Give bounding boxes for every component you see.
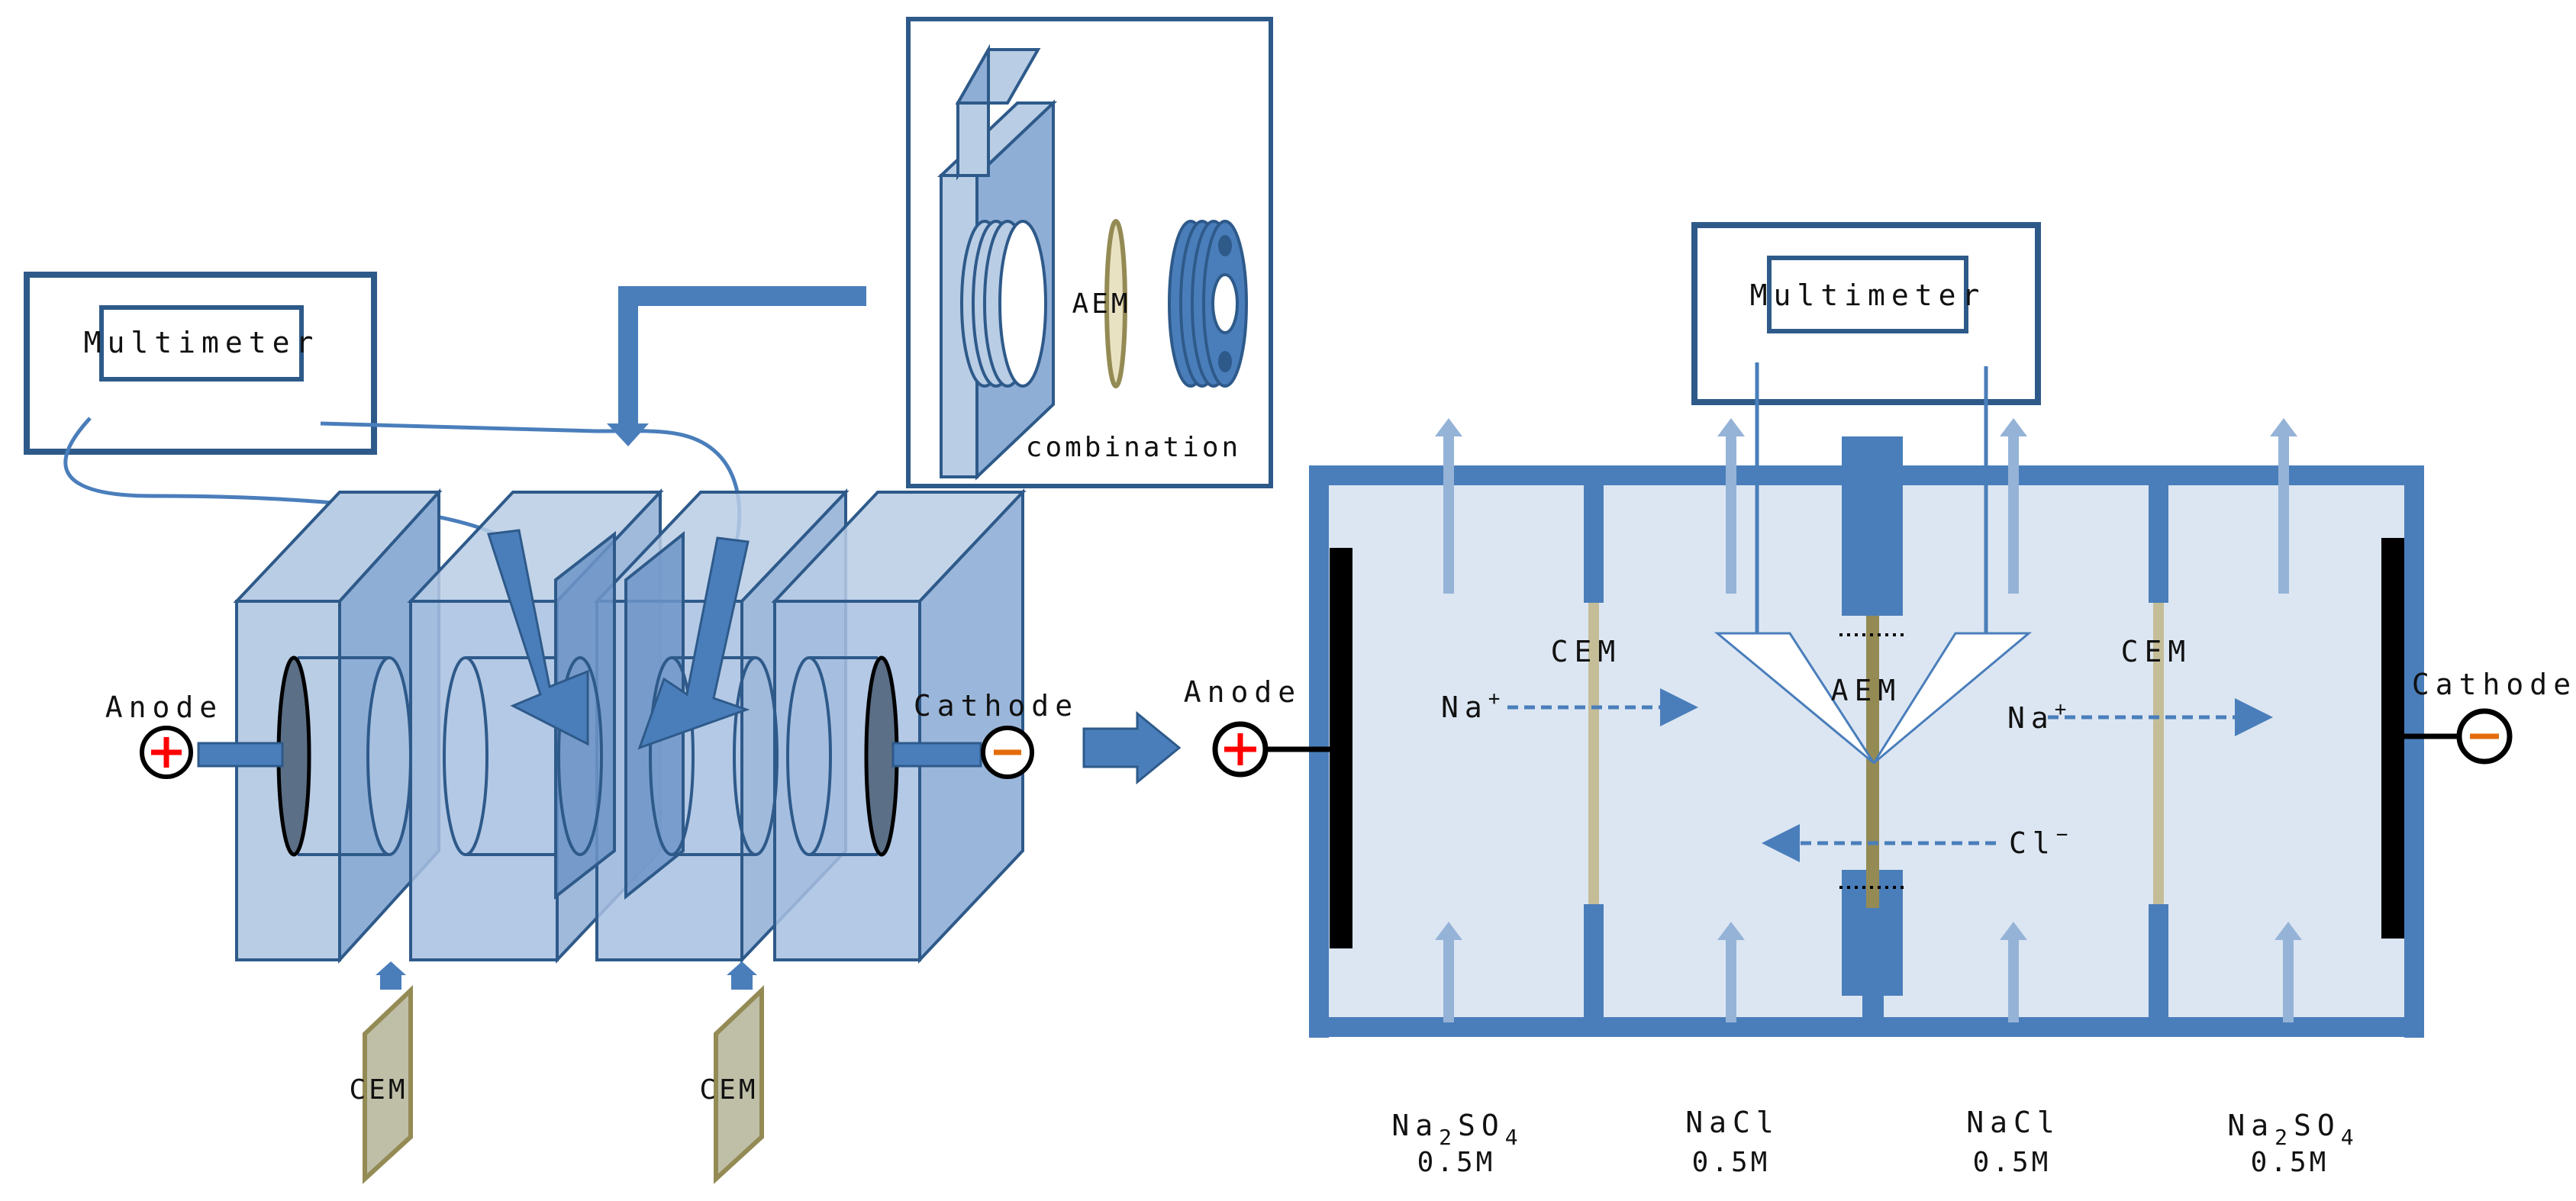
right-schematic: Anode Cathode Multimeter [1184,222,2576,1178]
cathode-label-left: Cathode [914,689,1078,723]
multimeter-probes [1755,362,1988,633]
cylinders [298,656,878,856]
multimeter-right: Multimeter [1691,222,2041,405]
cem-label-left-1: CEM [349,1074,408,1106]
probe-funnels [1714,632,2033,765]
connector-bar-arrowhead [607,423,649,446]
cathode-symbol-left [981,726,1034,779]
aem-label-right: AEM [1831,674,1902,707]
solution-3-name: NaCl [1966,1106,2061,1139]
electrode-discs [276,655,899,857]
transition-arrow [1082,710,1182,785]
solution-labels: Na2SO4 0.5M NaCl 0.5M NaCl 0.5M Na2SO4 0… [1391,1106,2359,1178]
anode-label-left: Anode [105,691,223,724]
cem-plate-right [714,961,764,1184]
inset-aem-label: AEM [1072,288,1130,320]
inset-aem-disc [1104,219,1127,388]
solution-2-conc: 0.5M [1692,1147,1771,1178]
connector-bar-vertical [618,286,638,423]
cem-label-right-1: CEM [1551,635,1622,668]
inner-arrows [487,529,750,750]
left-connector-bar [607,286,866,446]
inset-caption: combination [1026,432,1241,463]
anode-electrode [1330,548,1352,948]
multimeter-right-label: Multimeter [1750,279,1986,312]
flow-arrowheads [1435,418,2302,940]
connector-bar-horizontal [618,286,866,306]
anode-symbol-right [1212,721,1269,778]
ion-na-left: Na+ [1441,687,1506,724]
solution-2-name: NaCl [1685,1106,1780,1139]
cathode-label-right: Cathode [2412,668,2576,701]
cathode-electrode [2381,538,2404,939]
solution-4-name: Na2SO4 [2227,1109,2359,1150]
cem-label-right-2: CEM [2121,635,2192,668]
cell-block-4 [771,488,1027,964]
multimeter-left-inner [99,305,304,382]
multimeter-left-label: Multimeter [84,326,320,359]
anode-label-right: Anode [1184,675,1301,709]
solution-1-name: Na2SO4 [1391,1109,1523,1150]
ion-cl: Cl− [2009,823,2074,860]
solution-3-conc: 0.5M [1973,1147,2052,1178]
cem-plate-left [363,961,413,1184]
cem-label-left-2: CEM [699,1074,758,1106]
inset-box: AEM combination [906,17,1273,488]
cathode-symbol-right [2456,708,2513,765]
solution-4-conc: 0.5M [2251,1147,2329,1178]
anode-rod-left [197,742,284,768]
cem-membrane-left [1588,603,1599,904]
solution-1-conc: 0.5M [1417,1147,1496,1178]
ion-na-right: Na+ [2007,698,2072,735]
cem-membrane-right [2153,603,2164,904]
flow-arrows [1443,433,2294,1022]
anode-symbol-left [140,726,193,779]
cathode-rod-left [891,742,982,768]
left-device: Multimeter [24,272,1182,1184]
